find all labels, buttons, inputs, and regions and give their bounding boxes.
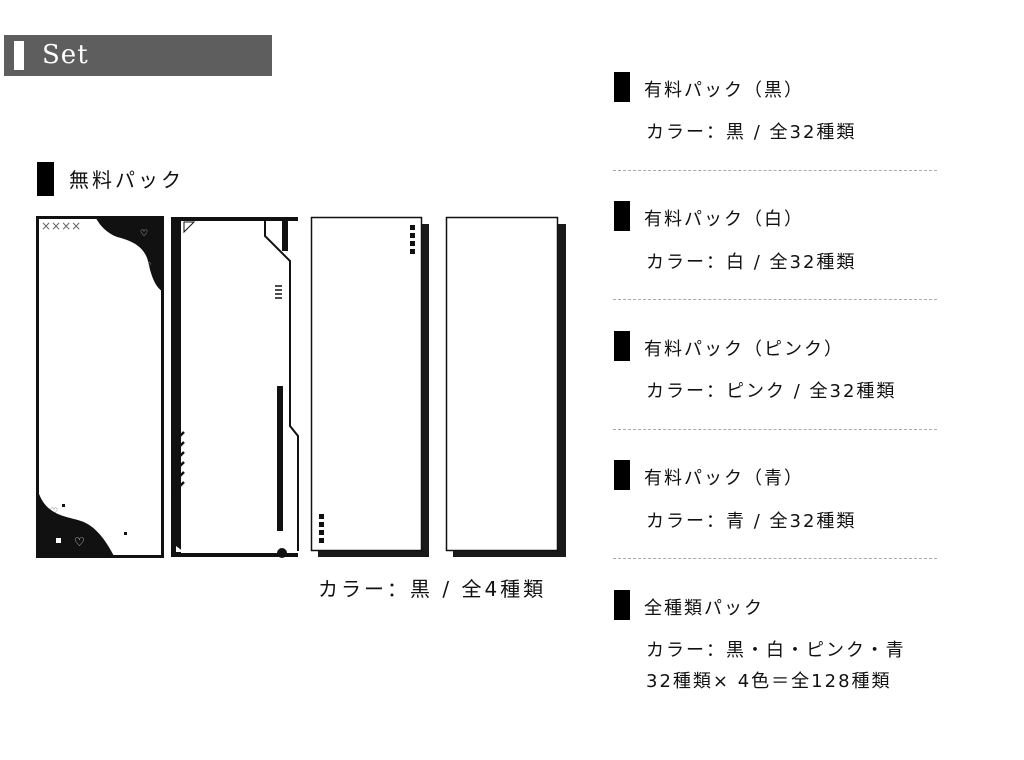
section-header: Set [4,35,272,76]
paid-pack-black-color: カラー：黒 / 全32種類 [646,122,857,143]
divider [613,170,937,171]
free-frame-2 [171,217,299,558]
all-pack-colors: カラー：黒・白・ピンク・青 [646,640,906,661]
svg-text:♡: ♡ [50,507,58,517]
paid-pack-white-color: カラー：白 / 全32種類 [646,252,857,273]
all-pack-count: 32種類× 4色＝全128種類 [646,671,892,692]
svg-text:××××: ×××× [116,542,156,556]
paid-pack-black-mark [614,72,630,102]
paid-pack-black-title: 有料パック（黒） [644,80,804,101]
free-frame-4 [445,216,566,557]
paid-pack-blue-mark [614,460,630,490]
svg-text:♡: ♡ [74,535,85,549]
divider [613,299,937,300]
paid-pack-white-title: 有料パック（白） [644,209,804,230]
svg-text:♡: ♡ [140,229,148,239]
paid-pack-blue-title: 有料パック（青） [644,468,804,489]
paid-pack-blue-color: カラー：青 / 全32種類 [646,511,857,532]
svg-text:♡: ♡ [144,261,151,270]
all-pack-mark [614,590,630,620]
free-frame-1: ×××× ×××× ♡ ♡ ♡ ♡ [36,216,164,558]
header-title: Set [42,40,89,70]
free-pack-caption: カラー：黒 / 全4種類 [318,577,547,601]
paid-pack-white-mark [614,201,630,231]
free-pack-mark [37,162,54,196]
all-pack-title: 全種類パック [644,598,764,619]
divider [613,429,937,430]
free-pack-title: 無料パック [69,168,184,192]
svg-text:××××: ×××× [41,219,81,233]
paid-pack-pink-mark [614,331,630,361]
divider [613,558,937,559]
paid-pack-pink-title: 有料パック（ピンク） [644,339,844,360]
paid-pack-pink-color: カラー：ピンク / 全32種類 [646,381,897,402]
header-mark [14,41,24,70]
free-frame-3 [310,216,429,557]
